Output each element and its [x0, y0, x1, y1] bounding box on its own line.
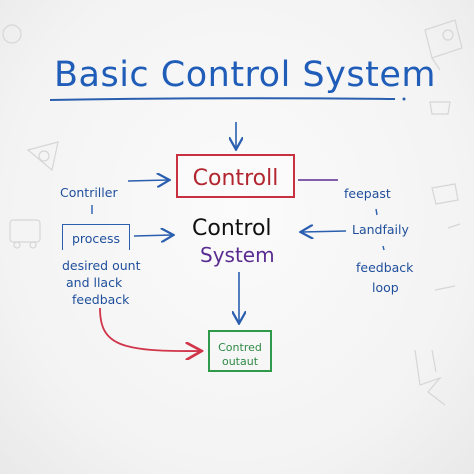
doodle-circle	[2, 24, 22, 44]
output-box: Contred outaut	[208, 330, 272, 372]
doodle-triangle	[26, 141, 59, 172]
doodle-wheel	[29, 241, 37, 249]
doodle-dash	[447, 223, 461, 229]
right-tick-1	[375, 208, 378, 216]
title-dot	[402, 97, 406, 101]
output-label-line2: outaut	[221, 355, 259, 368]
desired-label-line2: and llack	[66, 275, 123, 290]
output-label-line1: Contred	[218, 341, 262, 354]
doodle-cup	[429, 101, 451, 115]
doodle-box	[424, 19, 463, 71]
feedback-loop-label-line2: loop	[372, 280, 399, 295]
landfaily-label: Landfaily	[352, 222, 409, 237]
doodle-dot	[442, 29, 454, 41]
title-underline	[49, 97, 396, 101]
feepast-label: feepast	[344, 186, 391, 201]
doodle-line	[434, 285, 456, 291]
desired-label-line3: feedback	[72, 292, 130, 307]
desired-label-line1: desired ount	[62, 258, 141, 273]
doodle-bus	[9, 219, 41, 243]
feedback-arrow	[99, 307, 200, 351]
process-arrow	[133, 235, 172, 236]
controll-box: Controll	[176, 154, 295, 198]
doodle-wheel	[13, 241, 21, 249]
feedback-loop-label-line1: feedback	[356, 260, 414, 275]
doodle-block	[431, 183, 459, 205]
process-label: process	[71, 231, 121, 246]
process-box: process	[62, 224, 130, 250]
right-tick-2	[382, 245, 385, 251]
doodle-scribble	[414, 349, 446, 406]
control-system-label-line1: Control	[192, 216, 272, 241]
control-system-label-line2: System	[200, 243, 275, 267]
landfaily-arrow	[302, 231, 347, 232]
controller-label: Contriller	[60, 185, 118, 200]
controller-arrow	[127, 180, 168, 181]
controll-label: Controll	[192, 166, 279, 191]
page-title: Basic Control System	[54, 55, 436, 95]
doodle-triangle-dot	[38, 150, 50, 162]
